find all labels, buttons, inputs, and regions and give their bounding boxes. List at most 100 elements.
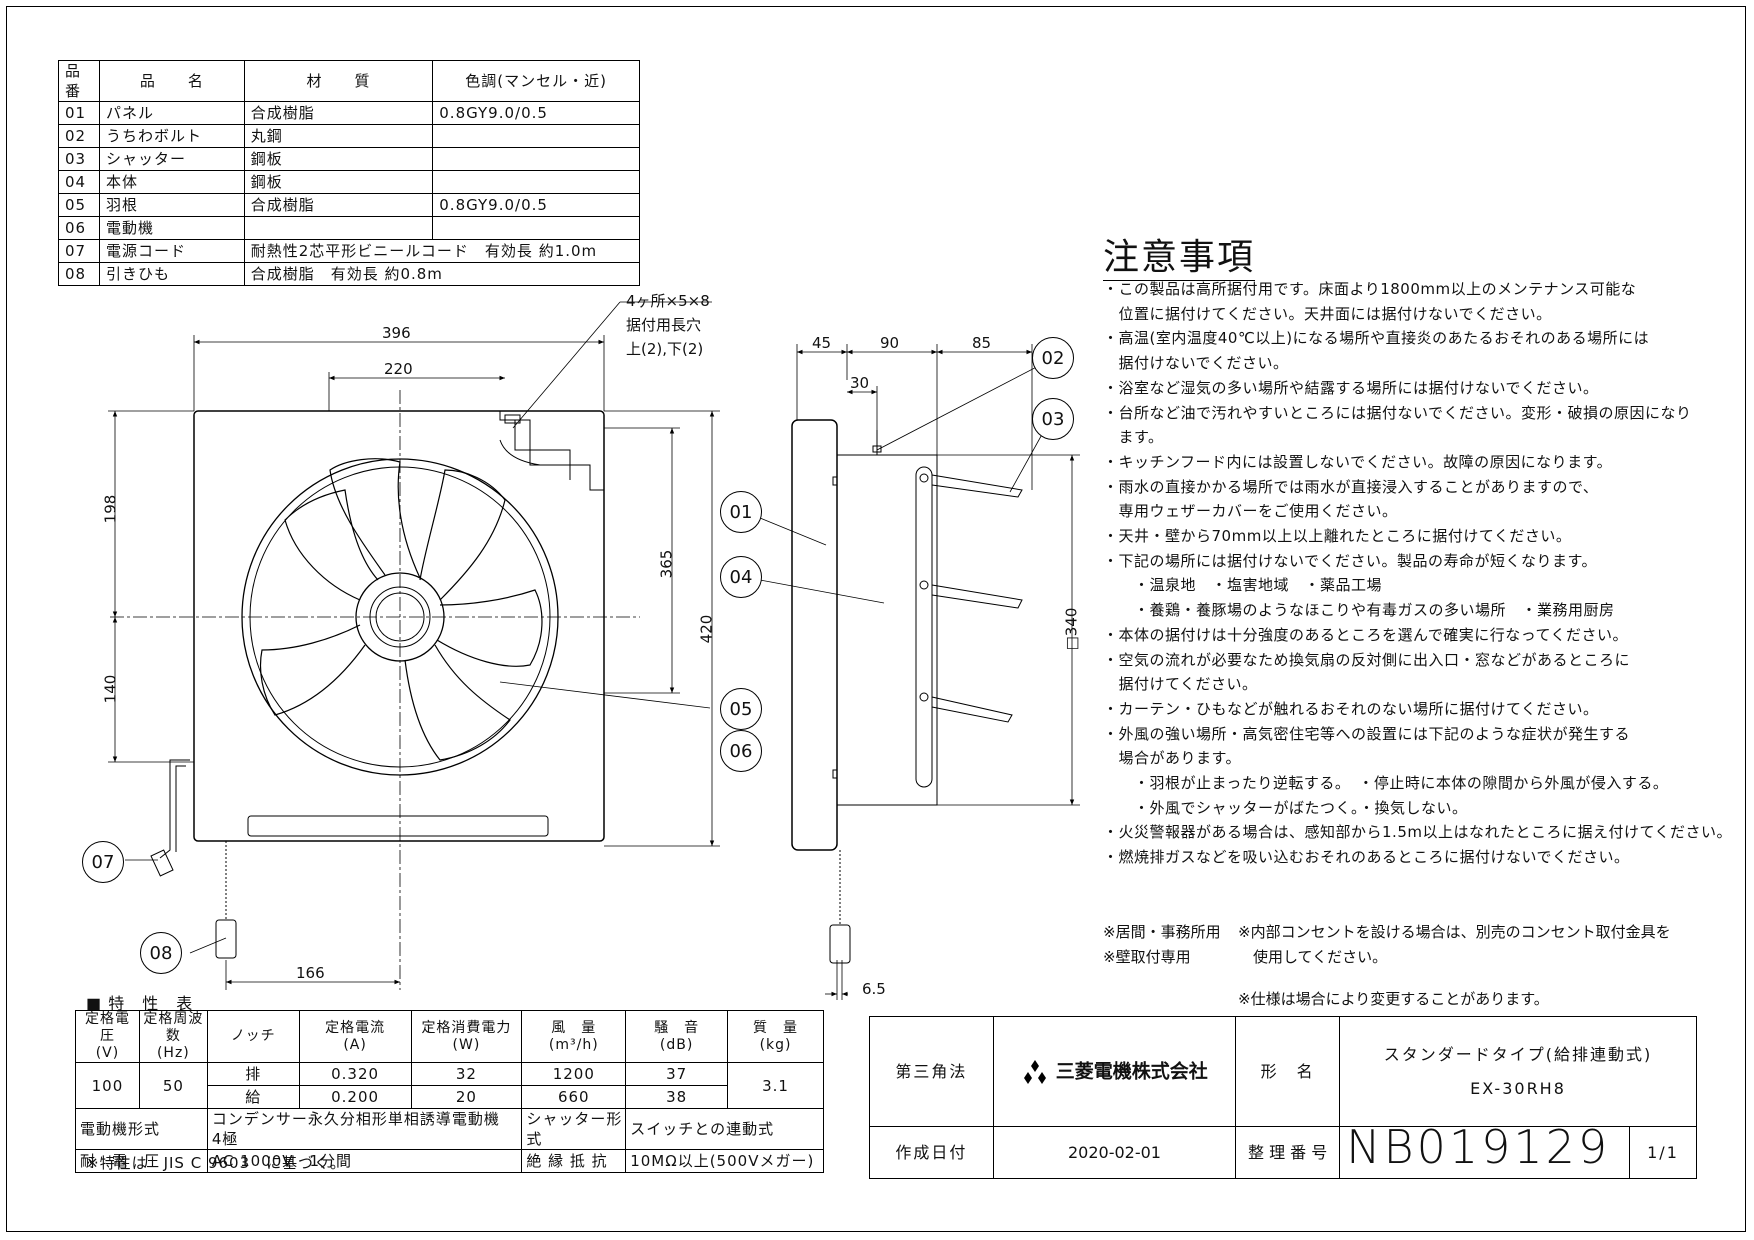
spec-mass: 3.1 xyxy=(727,1062,824,1109)
part-name: パネル xyxy=(98,101,245,125)
spec-header-freq: 定格周波数(Hz) xyxy=(138,1010,208,1063)
type-name: スタンダードタイプ(給排連動式) xyxy=(1383,1044,1653,1064)
part-name: 電動機 xyxy=(98,216,245,240)
hole-note-2: 据付用長穴 xyxy=(626,316,702,334)
part-name: 引きひも xyxy=(98,262,245,286)
spec-header-noise: 騒 音(dB) xyxy=(625,1010,729,1063)
front-view xyxy=(150,410,605,959)
part-name: うちわボルト xyxy=(98,124,245,148)
part-material: 合成樹脂 xyxy=(243,193,434,217)
dim-side-square: □340 xyxy=(1062,607,1081,651)
title-row-top: 第三角法 三菱電機株式会社 形 名 スタンダードタイプ(給排連動式) EX-30… xyxy=(869,1016,1697,1127)
note-line: ・外風でシャッターがばたつく。・換気しない。 xyxy=(1103,798,1468,817)
table-row: 電動機形式 コンデンサー永久分相形単相誘導電動機 4極 シャッター形式 スイッチ… xyxy=(75,1108,824,1150)
note-line: ・下記の場所には据付けないでください。製品の寿命が短くなります。 xyxy=(1103,551,1598,570)
hole-note-3: 上(2),下(2) xyxy=(626,340,704,358)
spec-airflow: 1200 xyxy=(521,1062,627,1086)
part-color: 0.8GY9.0/0.5 xyxy=(432,193,640,217)
spec-table: 定格電圧(V) 定格周波数(Hz) ノッチ 定格電流(A) 定格消費電力(W) … xyxy=(75,1010,824,1173)
note-line: 位置に据付けてください。天井面には据付けないでください。 xyxy=(1103,304,1552,323)
dim-side-bottom: 6.5 xyxy=(862,980,886,998)
date-label: 作成日付 xyxy=(869,1126,994,1179)
part-material: 鋼板 xyxy=(243,147,434,171)
note-line: 据付けてください。 xyxy=(1103,675,1258,694)
usage-right: ※内部コンセントを設ける場合は、別売のコンセント取付金具を 使用してください。 xyxy=(1238,920,1671,970)
usage-left: ※居間・事務所用 ※壁取付専用 xyxy=(1103,920,1221,970)
spec-noise: 37 xyxy=(625,1062,729,1086)
part-no: 07 xyxy=(58,239,100,263)
note-line: ・養鶏・養豚場のようなほこりや有毒ガスの多い場所 ・業務用厨房 xyxy=(1103,601,1615,620)
spec-freq: 50 xyxy=(138,1062,208,1109)
dim-bottom: 140 xyxy=(101,674,120,704)
dim-side-45: 45 xyxy=(812,334,832,352)
spec-change-note: ※仕様は場合により変更することがあります。 xyxy=(1238,990,1549,1008)
note-line: ・浴室など湿気の多い場所や結露する場所には据付けないでください。 xyxy=(1103,378,1599,397)
spec-header-mass: 質 量(kg) xyxy=(727,1010,824,1063)
fan-blades xyxy=(259,458,543,761)
note-line: ・空気の流れが必要なため換気扇の反対側に出入口・窓などがあるところに xyxy=(1103,650,1631,669)
spec-airflow: 660 xyxy=(521,1085,627,1109)
drawing-frame xyxy=(6,6,1746,1232)
note-line: ・天井・壁から70mm以上以上離れたところに据付けてください。 xyxy=(1103,527,1572,546)
title-block: 第三角法 三菱電機株式会社 形 名 スタンダードタイプ(給排連動式) EX-30… xyxy=(869,1016,1697,1179)
spec-notch: 給 xyxy=(206,1085,300,1109)
company: 三菱電機株式会社 xyxy=(992,1016,1237,1127)
spec-current: 0.320 xyxy=(298,1062,412,1086)
note-line: ・外風の強い場所・高気密住宅等への設置には下記のような症状が発生する xyxy=(1103,724,1631,743)
part-no: 04 xyxy=(58,170,100,194)
side-panel xyxy=(791,419,838,851)
callout-08: 08 xyxy=(140,932,182,974)
spec-power: 32 xyxy=(410,1062,523,1086)
dim-width: 396 xyxy=(382,324,411,342)
side-body xyxy=(836,454,938,806)
notes-list: ・この製品は高所据付用です。床面より1800mm以上のメンテナンス可能な 位置に… xyxy=(1103,277,1732,870)
part-color xyxy=(432,124,640,148)
note-line: ・台所など油で汚れやすいところには据付ないでください。変形・破損の原因になり xyxy=(1103,403,1692,422)
spec-header-power: 定格消費電力(W) xyxy=(410,1010,523,1063)
withstand-value: AC 1000V 1分間 xyxy=(206,1149,523,1173)
sheet: 1/1 xyxy=(1629,1126,1697,1179)
part-no: 03 xyxy=(58,147,100,171)
dim-cord: 166 xyxy=(296,964,325,982)
insulation-label: 絶 縁 抵 抗 xyxy=(521,1149,627,1173)
part-name: 本体 xyxy=(98,170,245,194)
withstand-label: 耐 電 圧 xyxy=(75,1149,208,1173)
note-line: ・カーテン・ひもなどが触れるおそれのない場所に据付けてください。 xyxy=(1103,699,1599,718)
part-no: 01 xyxy=(58,101,100,125)
part-name: 電源コード xyxy=(98,239,245,263)
usage-line: ※内部コンセントを設ける場合は、別売のコンセント取付金具を xyxy=(1238,923,1671,941)
model-cell: スタンダードタイプ(給排連動式) EX-30RH8 xyxy=(1339,1016,1697,1127)
usage-line: ※壁取付専用 xyxy=(1103,948,1191,966)
spec-header-airflow: 風 量(m³/h) xyxy=(521,1010,627,1063)
note-line: ・羽根が止まったり逆転する。 ・停止時に本体の隙間から外風が侵入する。 xyxy=(1103,774,1669,793)
spec-header-notch: ノッチ xyxy=(206,1010,300,1063)
spec-header-voltage: 定格電圧(V) xyxy=(75,1010,140,1063)
dim-center: 220 xyxy=(384,360,413,378)
part-no: 08 xyxy=(58,262,100,286)
note-line: ・雨水の直接かかる場所では雨水が直接浸入することがありますので、 xyxy=(1103,477,1599,496)
dim-height: 420 xyxy=(697,614,716,644)
dim-side-30: 30 xyxy=(850,374,870,392)
dim-side-90: 90 xyxy=(880,334,900,352)
shutter-value: スイッチとの連動式 xyxy=(625,1108,824,1150)
part-no: 05 xyxy=(58,193,100,217)
title-row-bottom: 作成日付 2020-02-01 整 理 番 号 NB019129 1/1 xyxy=(869,1124,1697,1179)
number-label: 整 理 番 号 xyxy=(1235,1126,1341,1179)
callout-04: 04 xyxy=(720,556,762,598)
mitsubishi-logo-icon xyxy=(1024,1059,1047,1084)
part-material: 合成樹脂 有効長 約0.8m xyxy=(243,262,641,286)
callout-06: 06 xyxy=(720,730,762,772)
note-line: 据付けないでください。 xyxy=(1103,354,1289,373)
usage-line: 使用してください。 xyxy=(1238,948,1388,966)
date: 2020-02-01 xyxy=(992,1126,1237,1179)
spec-footnote: ※特性は JIS C 9603 に基づく。 xyxy=(86,1154,347,1172)
parts-header-name: 品 名 xyxy=(98,60,245,102)
hole-note-1: 4ヶ所×5×8 xyxy=(626,292,710,310)
side-view xyxy=(791,419,1023,964)
